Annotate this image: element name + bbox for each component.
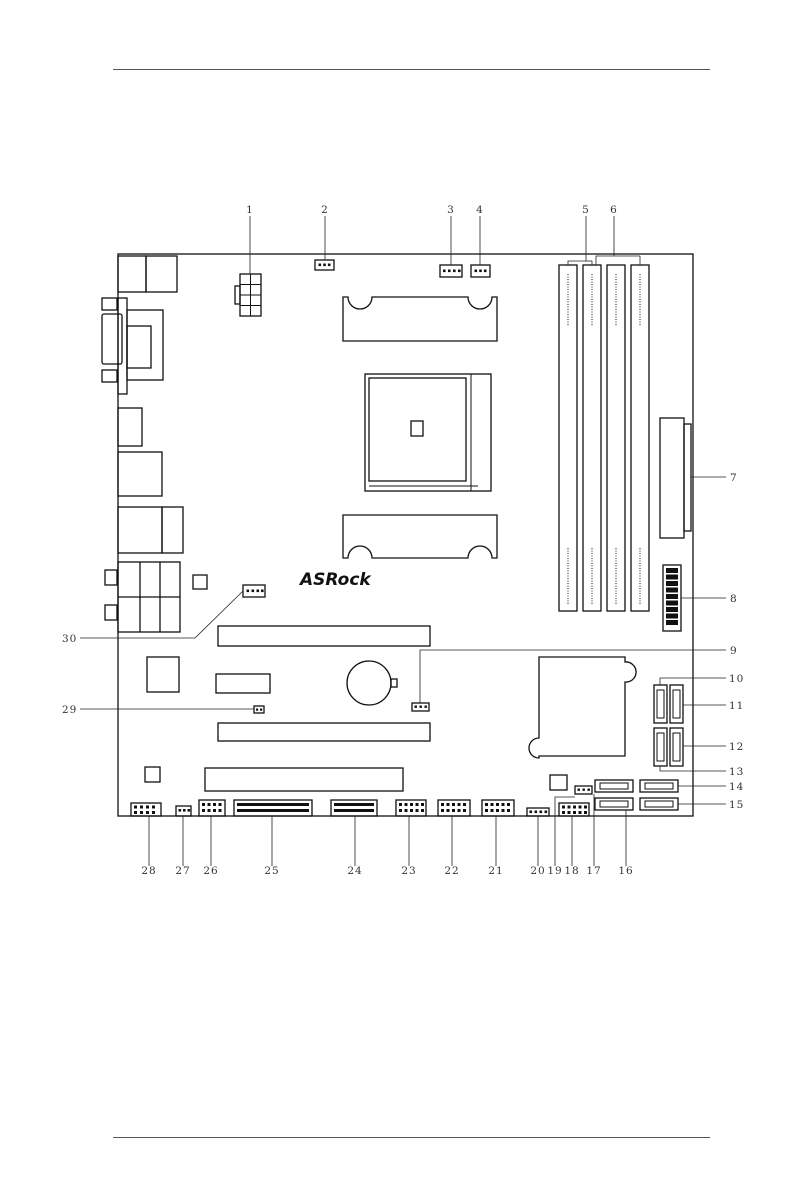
callout-22: 22 [444,865,459,877]
callout-14: 14 [729,781,744,793]
jumper-9 [412,703,429,711]
callout-26: 26 [203,865,218,877]
callout-3: 3 [447,204,455,216]
small-ic [145,767,160,782]
callout-29: 29 [62,704,77,716]
callout-1: 1 [246,204,254,216]
chipset [147,657,179,692]
callout-15: 15 [729,799,744,811]
usb-header-23 [396,800,426,816]
callout-28: 28 [141,865,156,877]
pcie-slot-1 [218,626,430,646]
ddr-dimm-slots [559,265,649,611]
callout-10: 10 [729,673,744,685]
callout-9: 9 [730,645,738,657]
header-28 [131,803,161,816]
cmos-battery [347,661,391,705]
callout-11: 11 [729,700,744,712]
jumper-29 [254,706,264,713]
callout-27: 27 [175,865,190,877]
heatsink-outline [529,657,636,758]
callout-8: 8 [730,593,738,605]
callout-5: 5 [582,204,590,216]
atx12v-power-connector [235,274,261,316]
callout-19: 19 [547,865,562,877]
pcie-slot-2 [218,723,430,741]
callout-30: 30 [62,633,77,645]
pci-slot-3 [205,768,403,791]
cpu-retention-bottom [343,515,497,558]
callout-7: 7 [730,472,738,484]
callout-16: 16 [618,865,633,877]
fan-header-3 [440,265,462,277]
header-25 [234,800,312,816]
callout-12: 12 [729,741,744,753]
cpu-socket [365,374,491,491]
header-18 [559,803,589,816]
atx-power-connector [660,418,691,538]
cpu-retention-top [343,297,497,341]
rear-io-panel [102,256,183,632]
callout-23: 23 [401,865,416,877]
pcie-x1-slot [216,674,270,693]
callout-6: 6 [610,204,618,216]
small-chip-2 [550,775,567,790]
sata-connectors-horizontal [595,780,678,810]
header-17 [575,786,592,794]
callout-13: 13 [729,766,744,778]
usb-header-22 [438,800,470,816]
callout-24: 24 [347,865,362,877]
brand-logo: ASRock [298,570,372,590]
cpu-fan-header-2 [315,260,334,270]
callout-4: 4 [476,204,484,216]
header-24 [331,800,377,816]
header-27 [176,806,191,816]
callout-17: 17 [586,865,601,877]
battery-clip [391,679,397,687]
callout-20: 20 [530,865,545,877]
fan-header-4 [471,265,490,277]
small-chip [193,575,207,589]
callout-25: 25 [264,865,279,877]
header-26 [199,800,225,816]
callout-18: 18 [564,865,579,877]
header-20 [527,808,549,816]
fan-header-30 [243,585,265,597]
callout-21: 21 [488,865,503,877]
usb-header-21 [482,800,514,816]
vertical-header-8 [663,565,681,631]
callout-2: 2 [321,204,329,216]
sata-connectors-vertical [654,685,683,766]
